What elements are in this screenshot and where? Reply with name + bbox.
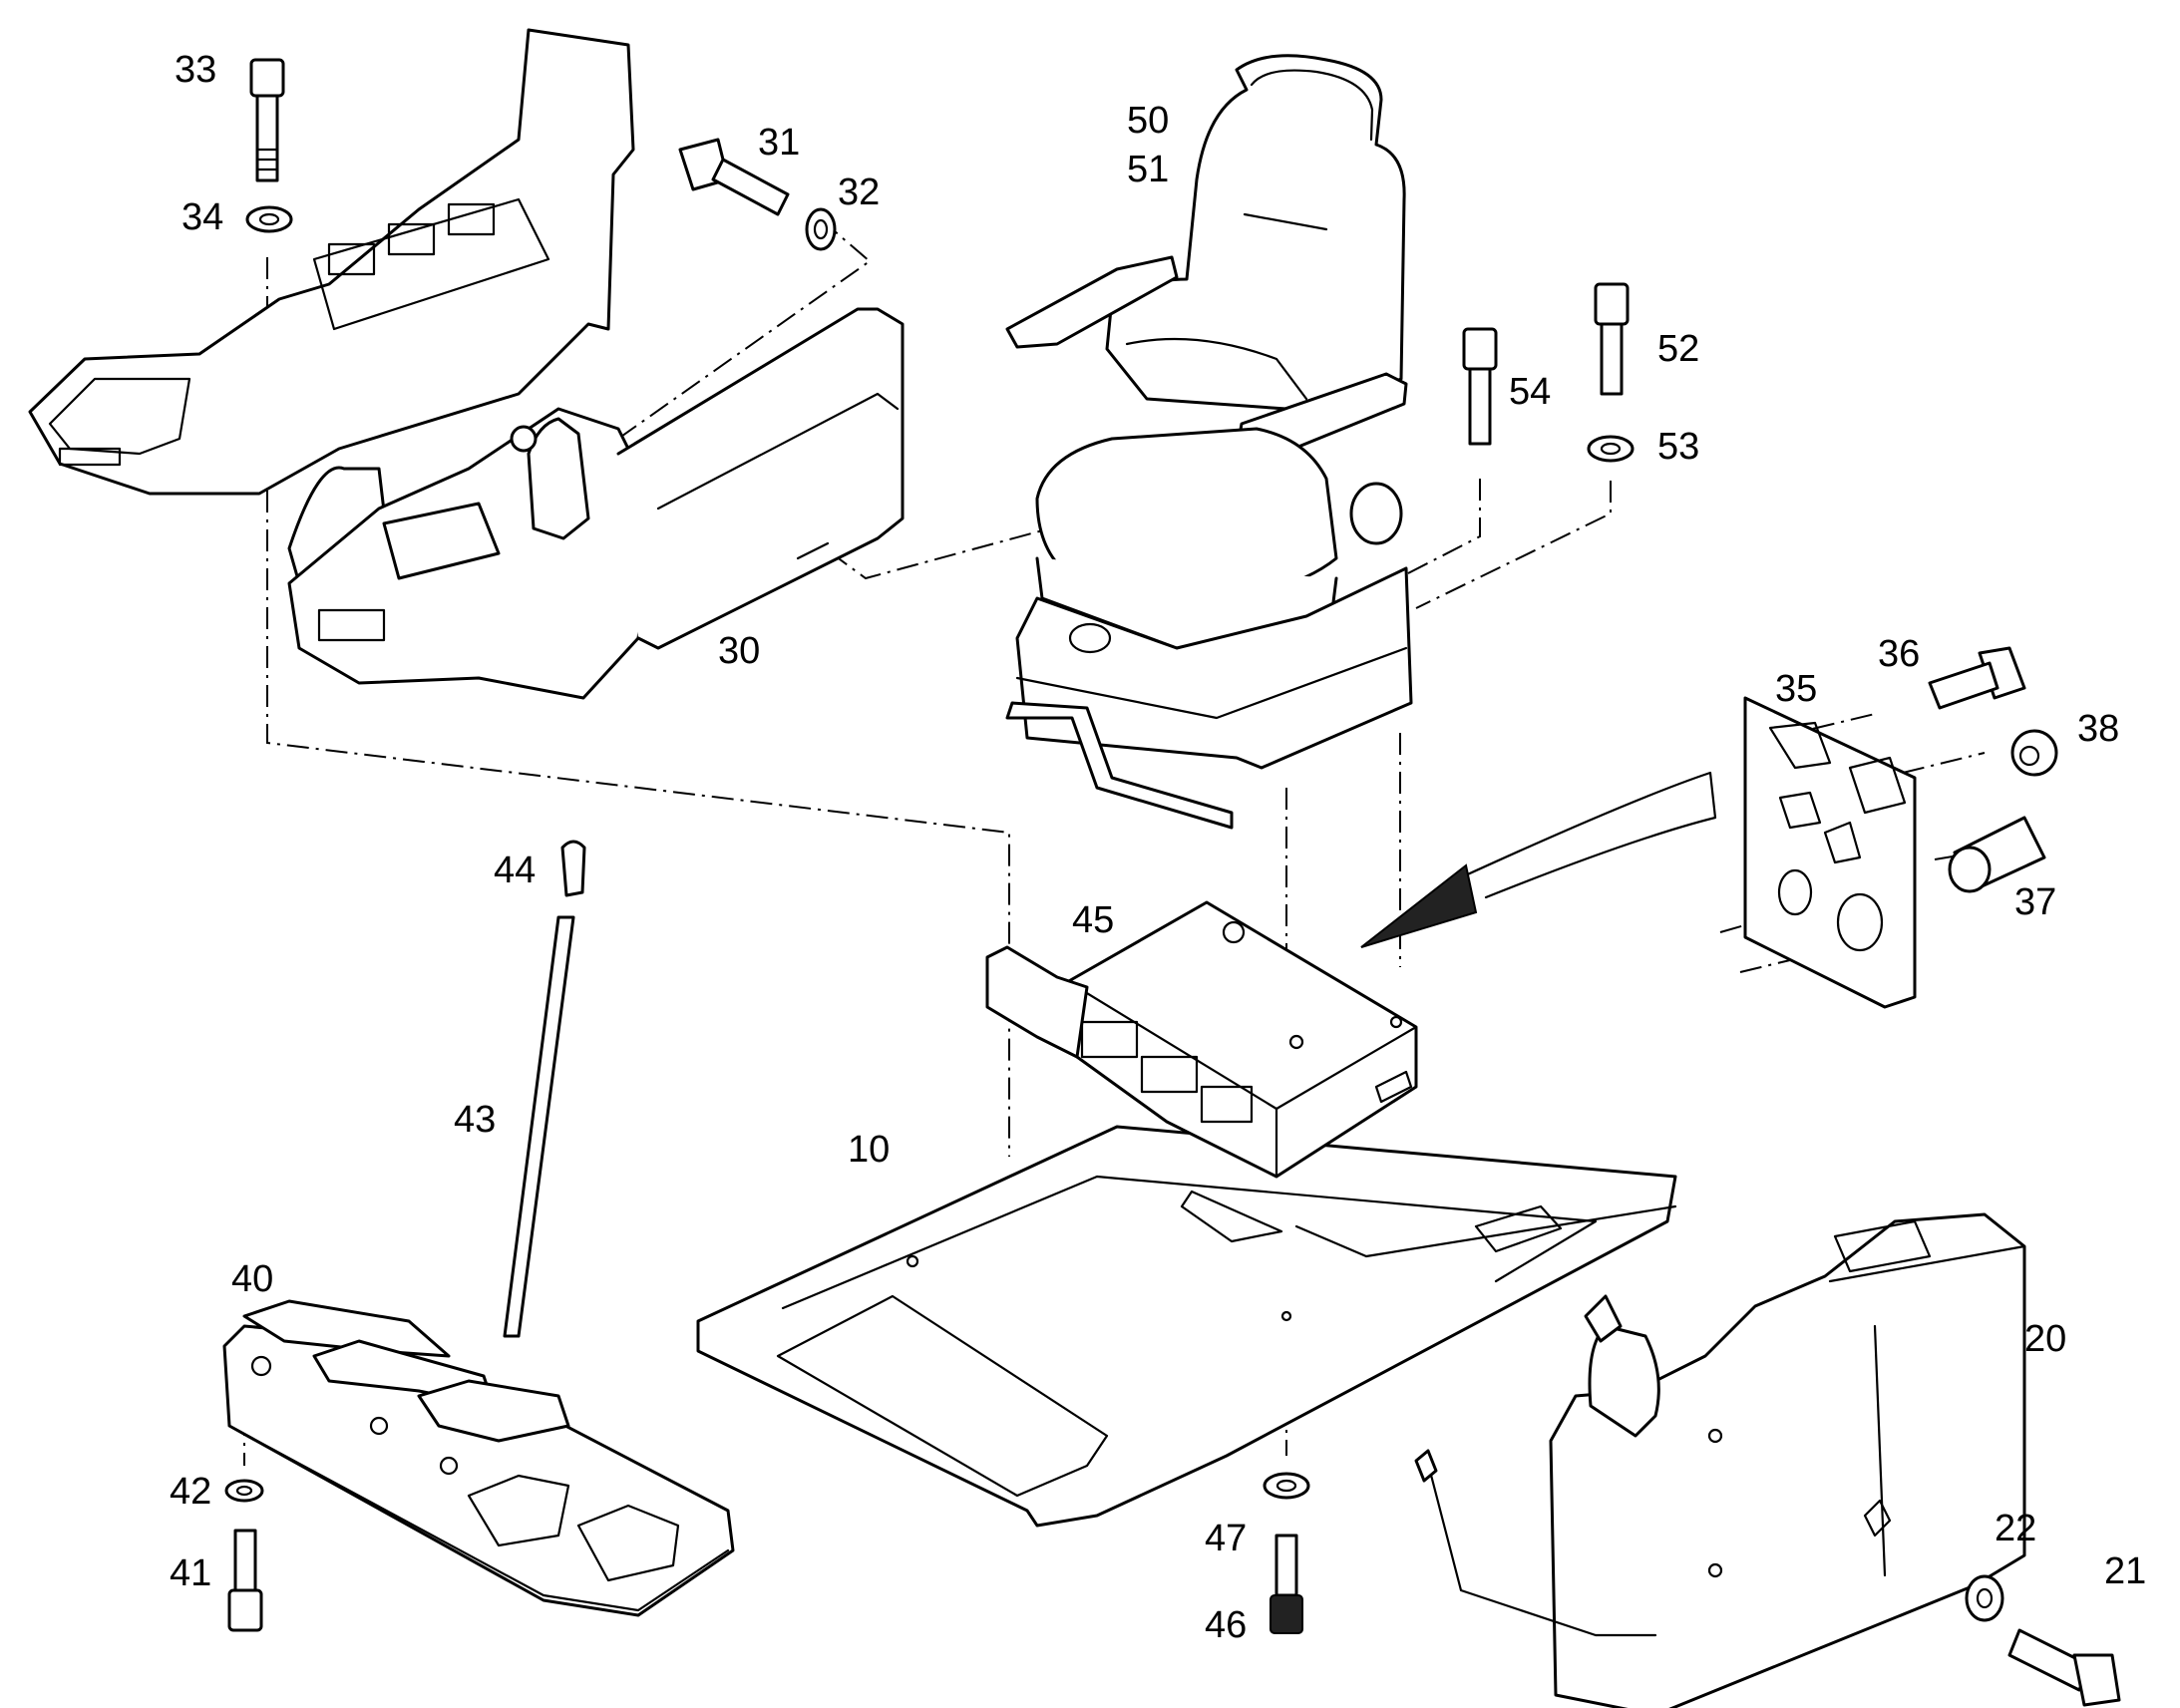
callout-43: 43 [454, 1099, 496, 1141]
curved-arrow [1360, 771, 1717, 948]
bolt-part-52 [1594, 282, 1630, 396]
callout-21: 21 [2104, 1550, 2146, 1592]
callout-42: 42 [170, 1471, 211, 1513]
callout-31: 31 [758, 122, 800, 164]
callout-35: 35 [1775, 668, 1817, 710]
callout-46: 46 [1205, 1604, 1247, 1646]
callout-33: 33 [175, 49, 216, 91]
bolt-part-41 [227, 1529, 263, 1632]
bolt-part-54 [1462, 327, 1498, 446]
floor-plate-part-10 [696, 1125, 1677, 1528]
washer-part-34 [245, 205, 293, 233]
callout-20: 20 [2024, 1318, 2066, 1360]
grommet-part-38 [2010, 729, 2058, 777]
left-console-part-30 [28, 28, 905, 700]
knob-part-44 [560, 840, 586, 897]
washer-part-53 [1587, 435, 1635, 463]
rod-part-43 [503, 915, 575, 1338]
bolt-part-31 [678, 138, 790, 216]
callout-44: 44 [494, 850, 536, 891]
washer-part-22 [1965, 1574, 2004, 1622]
right-console-part-20 [1414, 1212, 2026, 1708]
operator-seat-part-50 [1005, 54, 1413, 830]
callout-45: 45 [1072, 899, 1114, 941]
callout-36: 36 [1878, 633, 1920, 675]
callout-30: 30 [718, 630, 760, 672]
callout-50: 50 [1127, 100, 1169, 142]
bolt-part-46 [1270, 1534, 1303, 1634]
fasteners [224, 58, 2121, 1707]
callout-51: 51 [1127, 149, 1169, 190]
control-box-part-45 [985, 900, 1418, 1179]
callout-52: 52 [1657, 328, 1699, 370]
callout-38: 38 [2077, 708, 2119, 750]
bolt-part-33 [249, 58, 285, 182]
callout-labels: 10 20 21 22 30 31 32 33 34 35 36 37 38 4… [170, 49, 2146, 1646]
bolt-part-36 [1928, 646, 2026, 710]
washer-part-42 [224, 1479, 264, 1503]
callout-32: 32 [838, 171, 880, 213]
callout-53: 53 [1657, 426, 1699, 468]
callout-40: 40 [231, 1258, 273, 1300]
callout-34: 34 [182, 196, 223, 238]
pedal-assembly-part-40 [222, 1299, 735, 1617]
callout-37: 37 [2014, 881, 2056, 923]
callout-10: 10 [848, 1129, 890, 1171]
callout-47: 47 [1205, 1518, 1247, 1559]
callout-22: 22 [1995, 1508, 2036, 1549]
washer-part-47 [1263, 1472, 1310, 1500]
callout-41: 41 [170, 1552, 211, 1594]
washer-part-32 [805, 207, 837, 251]
callout-54: 54 [1509, 371, 1551, 413]
bolt-part-21 [2007, 1628, 2121, 1707]
switch-part-37 [1948, 816, 2046, 893]
plate-part-35 [1743, 696, 1917, 1009]
